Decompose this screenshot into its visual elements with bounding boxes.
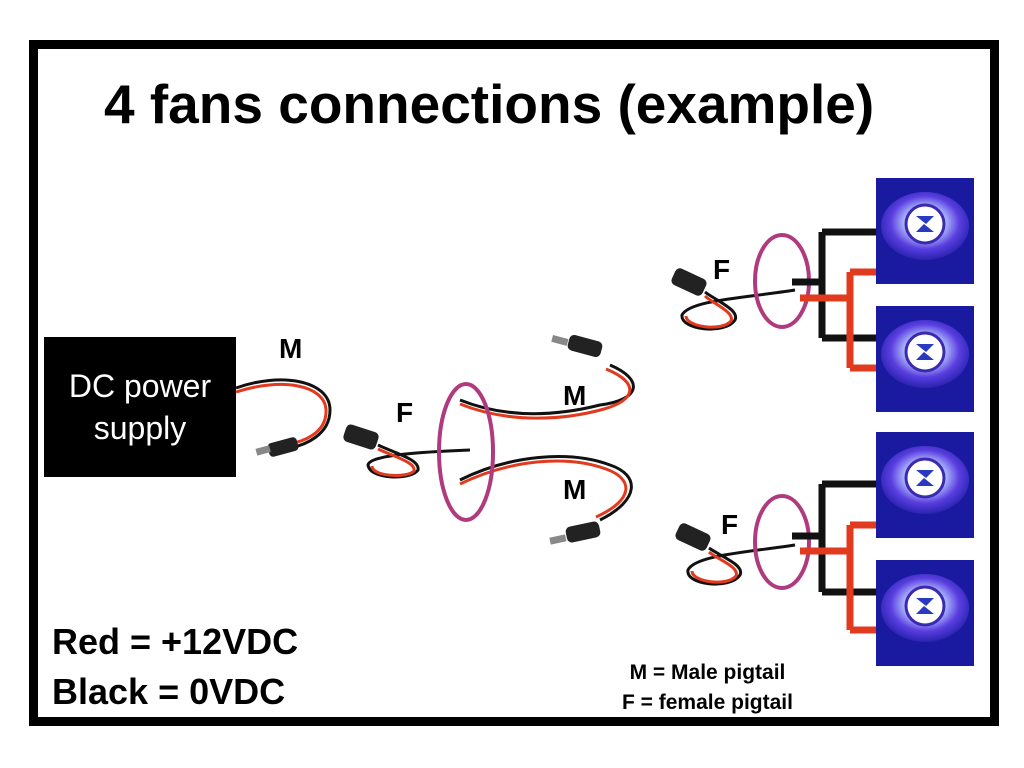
- lower-branch-wiring: [792, 480, 880, 634]
- legend-red: Red = +12VDC: [52, 621, 299, 662]
- power-supply-label-line1: DC power: [68, 368, 212, 404]
- splitter-male-bottom-label: M: [563, 474, 587, 505]
- upper-female-label: F: [713, 254, 731, 285]
- splitter-male-top-label: M: [563, 380, 587, 411]
- legend-female: F = female pigtail: [622, 691, 793, 714]
- lower-female-label: F: [721, 509, 739, 540]
- dc-power-supply-box: DC power supply: [44, 337, 236, 477]
- lower-junction-ellipse: [753, 494, 811, 590]
- psu-male-pigtail: [235, 378, 332, 457]
- splitter-junction-ellipse: [437, 382, 495, 522]
- power-supply-label-line2: supply: [93, 410, 187, 446]
- fan-2: [876, 306, 974, 412]
- pigtail-legend: M = Male pigtail F = female pigtail: [622, 658, 793, 718]
- fan-4: [876, 560, 974, 666]
- legend-black: Black = 0VDC: [52, 671, 286, 712]
- fan-3: [876, 432, 974, 538]
- lower-female-pigtail: [675, 523, 796, 586]
- upper-branch-wiring: [792, 228, 880, 372]
- fan-1: [876, 178, 974, 284]
- splitter-cable: [343, 334, 635, 545]
- upper-female-pigtail: [671, 268, 796, 331]
- wire-color-legend: Red = +12VDC Black = 0VDC: [52, 617, 298, 717]
- legend-male: M = Male pigtail: [629, 661, 786, 684]
- slide-frame: [29, 40, 999, 726]
- splitter-female-label: F: [396, 397, 414, 428]
- page-title: 4 fans connections (example): [104, 73, 875, 135]
- psu-male-label: M: [279, 333, 303, 364]
